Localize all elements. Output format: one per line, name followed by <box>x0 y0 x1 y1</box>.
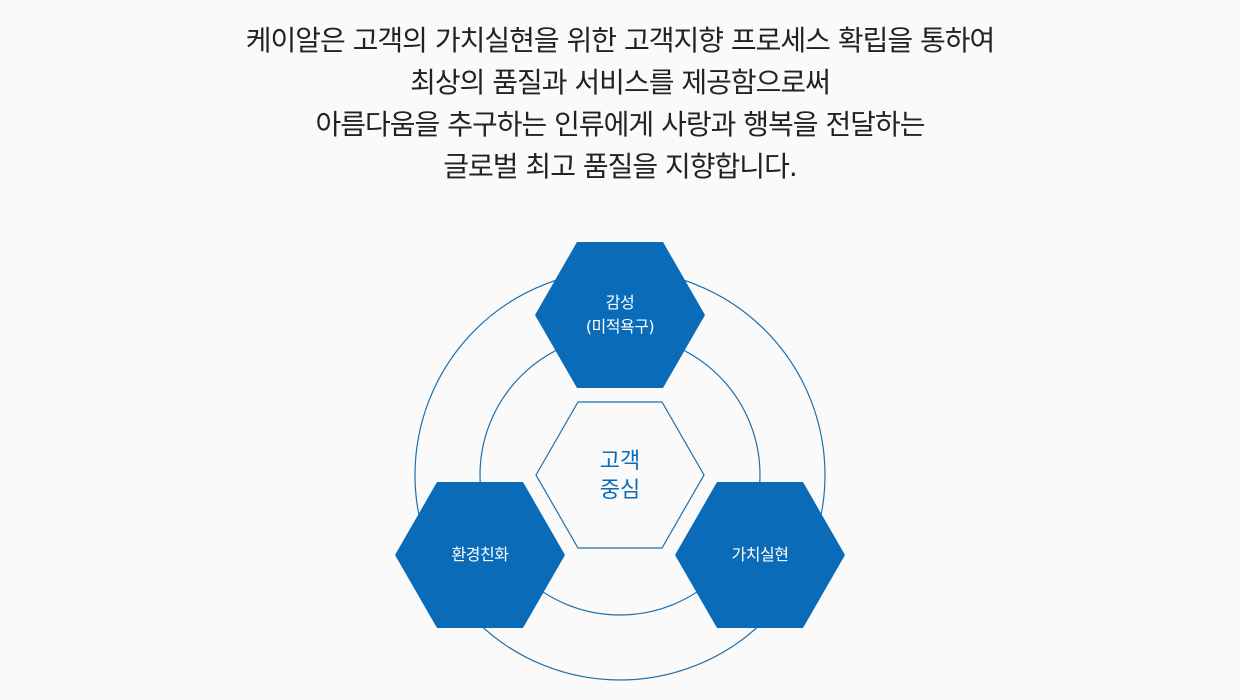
intro-paragraph: 케이알은 고객의 가치실현을 위한 고객지향 프로세스 확립을 통하여 최상의 … <box>0 20 1240 188</box>
top-label-line-1: 감성 <box>605 293 635 312</box>
intro-line-1: 케이알은 고객의 가치실현을 위한 고객지향 프로세스 확립을 통하여 <box>245 24 996 57</box>
center-label-line-2: 중심 <box>599 478 641 503</box>
intro-line-4: 글로벌 최고 품질을 지향합니다. <box>443 150 797 183</box>
top-hexagon <box>535 242 705 388</box>
right-hexagon-label: 가치실현 <box>731 545 789 564</box>
left-hexagon-label: 환경친화 <box>451 545 509 564</box>
intro-line-3: 아름다움을 추구하는 인류에게 사랑과 행복을 전달하는 <box>315 108 926 141</box>
top-hexagon-label: 감성 (미적욕구) <box>545 291 695 339</box>
intro-line-2: 최상의 품질과 서비스를 제공함으로써 <box>410 66 831 99</box>
center-label-line-1: 고객 <box>599 449 641 474</box>
right-hexagon <box>675 482 845 628</box>
center-hexagon-label: 고객 중심 <box>560 447 680 505</box>
top-label-line-2: (미적욕구) <box>585 317 655 336</box>
center-hexagon <box>535 401 705 549</box>
left-hexagon <box>395 482 565 628</box>
